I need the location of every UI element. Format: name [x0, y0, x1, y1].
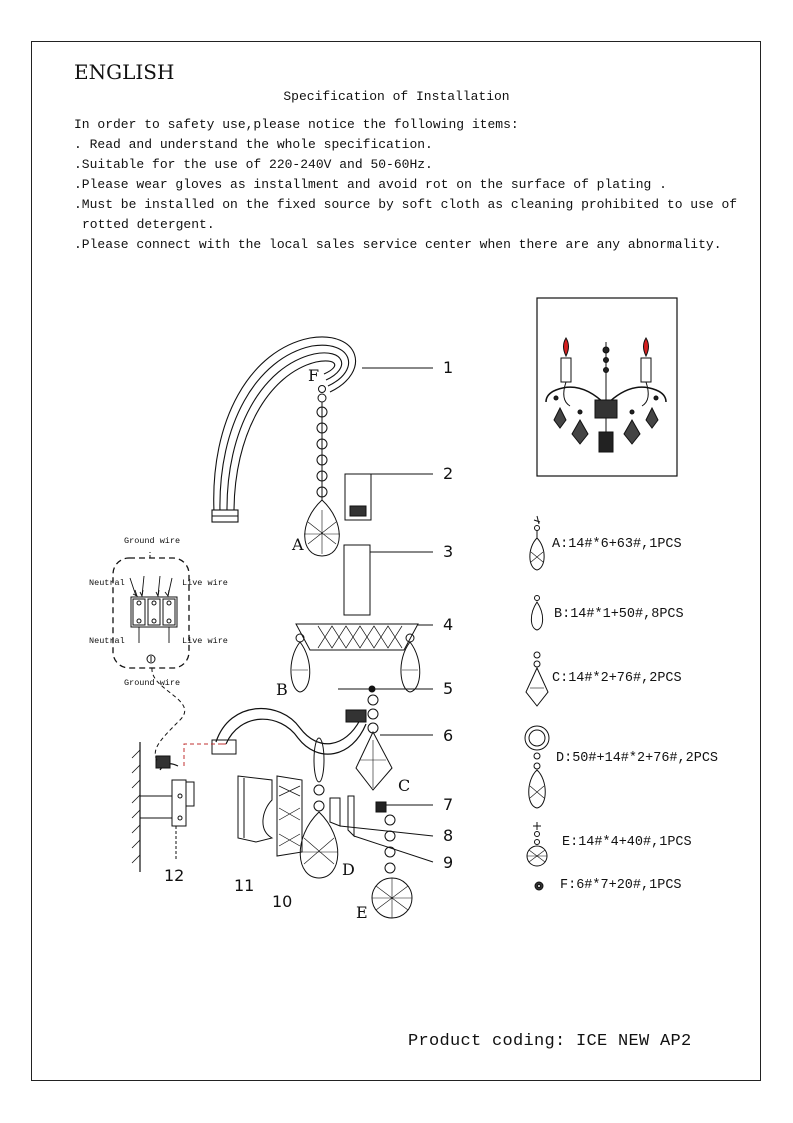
part-icon-a: [529, 515, 545, 571]
part-icon-e: [526, 822, 548, 867]
part-label-c: C:14#*2+76#,2PCS: [552, 671, 682, 686]
notice-item: .Must be installed on the fixed source b…: [74, 197, 738, 212]
crystal-chain-a: [304, 385, 340, 557]
lower-arm-part-6: [211, 694, 433, 791]
callout-8: 8: [443, 826, 454, 845]
wire-label-neutral-top: Neutral: [89, 578, 125, 588]
part-icon-c: [525, 651, 549, 707]
wire-label-ground-top: Ground wire: [124, 536, 181, 546]
wire-label-ground-bottom: Ground wire: [124, 678, 181, 688]
callout-9: 9: [443, 853, 454, 872]
part-label-a: A:14#*6+63#,1PCS: [552, 537, 682, 552]
part-icon-f: [534, 881, 544, 891]
letter-f: F: [308, 366, 320, 385]
candle-tube-part-3: [343, 544, 433, 616]
notice-intro: In order to safety use,please notice the…: [74, 117, 519, 132]
part-icon-b: [530, 595, 544, 631]
pin-part-5: [338, 685, 433, 693]
letter-c: C: [398, 776, 411, 795]
wiring-diagram: [112, 552, 190, 763]
spec-title: Specification of Installation: [283, 89, 510, 104]
letter-d: D: [342, 860, 355, 879]
product-coding: Product coding: ICE NEW AP2: [408, 1032, 692, 1051]
page-frame: [31, 41, 761, 1081]
letter-b: B: [276, 680, 288, 699]
callout-1: 1: [443, 358, 454, 377]
part-icon-d: [524, 725, 550, 809]
backplate-part-10: [276, 775, 303, 857]
callout-12: 12: [164, 866, 185, 885]
notice-item: .Please wear gloves as installment and a…: [74, 177, 667, 192]
safety-notice: In order to safety use,please notice the…: [74, 115, 744, 255]
wall-bracket-part-12: [131, 742, 226, 872]
callout-6: 6: [443, 726, 454, 745]
language-heading: ENGLISH: [74, 60, 175, 84]
product-preview-image: [536, 297, 678, 477]
letter-a: A: [292, 535, 304, 554]
callout-5: 5: [443, 679, 454, 698]
wire-label-neutral-bottom: Neutral: [89, 636, 125, 646]
part-label-d: D:50#+14#*2+76#,2PCS: [556, 751, 719, 766]
part-label-f: F:6#*7+20#,1PCS: [560, 878, 682, 893]
wire-label-live-top: Live wire: [182, 578, 228, 588]
hardware-parts-7-9: [329, 795, 434, 919]
part-label-e: E:14#*4+40#,1PCS: [562, 835, 692, 850]
letter-e: E: [356, 903, 368, 922]
part-label-b: B:14#*1+50#,8PCS: [554, 607, 684, 622]
notice-item-continued: rotted detergent.: [82, 217, 215, 232]
notice-item: .Suitable for the use of 220-240V and 50…: [74, 157, 433, 172]
arm-tube-part-1: [211, 336, 433, 523]
wire-label-live-bottom: Live wire: [182, 636, 228, 646]
notice-item: . Read and understand the whole specific…: [74, 137, 433, 152]
callout-2: 2: [443, 464, 454, 483]
callout-10: 10: [272, 892, 293, 911]
cover-part-11: [237, 775, 274, 843]
crystal-chain-d: [299, 737, 339, 879]
bobeche-part-4: [290, 623, 433, 693]
socket-part-2: [344, 473, 433, 521]
callout-4: 4: [443, 615, 454, 634]
callout-7: 7: [443, 795, 454, 814]
callout-3: 3: [443, 542, 454, 561]
callout-11: 11: [234, 876, 255, 895]
notice-item: .Please connect with the local sales ser…: [74, 237, 722, 252]
